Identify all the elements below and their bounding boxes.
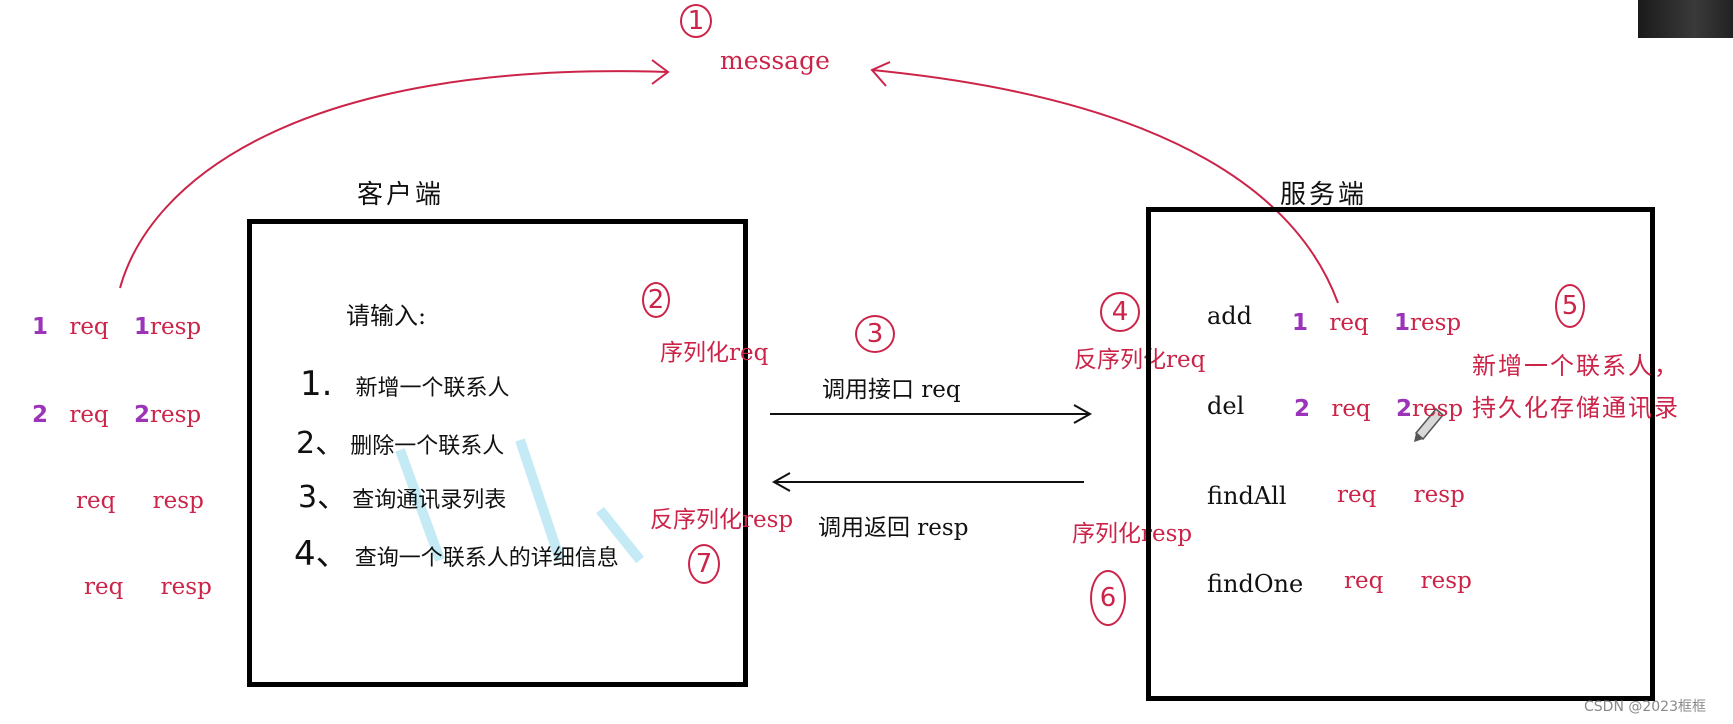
client-title: 客户端 [357, 180, 445, 210]
left-row-3: req resp [76, 488, 204, 514]
left-row-1-num: 1 [32, 314, 49, 340]
pencil-icon [1414, 407, 1445, 442]
message-arrowhead-left [651, 59, 670, 85]
serialize-req-label: 序列化req [660, 340, 769, 366]
left-row-3-req: req [76, 488, 116, 514]
left-row-2-resp: resp [150, 402, 202, 428]
step-4-label: 4 [1111, 297, 1129, 327]
server-row-3-req: req [1337, 482, 1377, 508]
server-row-1-req: req [1329, 310, 1369, 336]
menu-item-4: 4、 查询一个联系人的详细信息 [294, 526, 619, 575]
server-box [1146, 207, 1655, 701]
left-row-3-resp: resp [152, 488, 204, 514]
server-row-2-num2: 2 [1395, 396, 1412, 422]
client-prompt: 请输入: [346, 302, 427, 330]
server-row-1-num2: 1 [1393, 310, 1410, 336]
client-to-message-curve [119, 70, 669, 289]
deserialize-resp-label: 反序列化resp [650, 507, 794, 533]
step-6-label: 6 [1099, 583, 1117, 613]
menu-item-2-num: 2、 [296, 426, 346, 461]
menu-item-4-num: 4、 [294, 534, 350, 574]
step-5-circle: 5 [1555, 284, 1585, 328]
server-row-2-num: 2 [1294, 396, 1311, 422]
step-7-label: 7 [695, 549, 713, 579]
step-4-circle: 4 [1100, 292, 1140, 332]
step-6-circle: 6 [1090, 570, 1126, 626]
server-row-3: req resp [1337, 482, 1465, 508]
left-row-4: req resp [84, 574, 212, 600]
step-2-label: 2 [647, 285, 665, 315]
server-row-2-resp: resp [1412, 396, 1464, 422]
step-3-label: 3 [866, 319, 884, 349]
method-del: del [1207, 392, 1245, 420]
left-row-1-num2: 1 [133, 314, 150, 340]
call-interface-label: 调用接口 req [822, 377, 961, 403]
menu-item-1-text: 新增一个联系人 [355, 376, 510, 401]
method-add: add [1207, 302, 1253, 330]
left-row-1: 1 req 1resp [32, 314, 201, 340]
client-box [247, 219, 748, 687]
deserialize-req-label: 反序列化req [1074, 347, 1206, 373]
step-1-label: 1 [687, 6, 705, 36]
server-row-2: 2 req 2resp [1294, 396, 1463, 422]
serialize-resp-label: 序列化resp [1072, 521, 1193, 547]
menu-item-3-num: 3、 [298, 480, 348, 515]
left-row-4-req: req [84, 574, 124, 600]
method-findone: findOne [1207, 570, 1304, 598]
server-title: 服务端 [1280, 180, 1368, 210]
step-7-circle: 7 [688, 544, 720, 584]
menu-item-3: 3、 查询通讯录列表 [298, 472, 506, 516]
left-row-2: 2 req 2resp [32, 402, 201, 428]
call-return-label: 调用返回 resp [818, 515, 969, 541]
menu-item-1: 1. 新增一个联系人 [300, 364, 510, 404]
left-row-2-req: req [69, 402, 109, 428]
video-thumbnail-corner [1638, 0, 1733, 38]
server-row-1-resp: resp [1410, 310, 1462, 336]
menu-item-3-text: 查询通讯录列表 [352, 488, 507, 513]
step-5-label: 5 [1561, 291, 1579, 321]
message-arrowhead-right [870, 61, 891, 87]
menu-item-1-num: 1. [300, 364, 333, 404]
step-2-circle: 2 [642, 282, 670, 318]
server-to-message-curve [871, 69, 1339, 304]
server-row-3-resp: resp [1413, 482, 1465, 508]
server-note-line-1: 新增一个联系人， [1472, 352, 1680, 380]
left-row-1-req: req [69, 314, 109, 340]
step-1-circle: 1 [680, 4, 712, 38]
request-arrowhead [1073, 404, 1093, 424]
menu-item-2-text: 删除一个联系人 [350, 434, 505, 459]
server-row-4-resp: resp [1420, 568, 1472, 594]
left-row-1-resp: resp [150, 314, 202, 340]
menu-item-2: 2、 删除一个联系人 [296, 418, 504, 462]
message-label: message [720, 46, 830, 75]
server-row-4: req resp [1344, 568, 1472, 594]
server-row-1: 1 req 1resp [1292, 310, 1461, 336]
server-row-4-req: req [1344, 568, 1384, 594]
highlight-scribble [395, 438, 644, 564]
method-findall: findAll [1207, 482, 1287, 510]
server-row-2-req: req [1331, 396, 1371, 422]
left-row-4-resp: resp [160, 574, 212, 600]
step-3-circle: 3 [855, 315, 895, 353]
server-note-line-2: 持久化存储通讯录 [1472, 394, 1680, 422]
server-row-1-num: 1 [1292, 310, 1309, 336]
menu-item-4-text: 查询一个联系人的详细信息 [354, 546, 619, 571]
csdn-watermark: CSDN @2023框框 [1584, 699, 1706, 715]
left-row-2-num2: 2 [133, 402, 150, 428]
left-row-2-num: 2 [32, 402, 49, 428]
response-arrowhead [771, 472, 791, 492]
